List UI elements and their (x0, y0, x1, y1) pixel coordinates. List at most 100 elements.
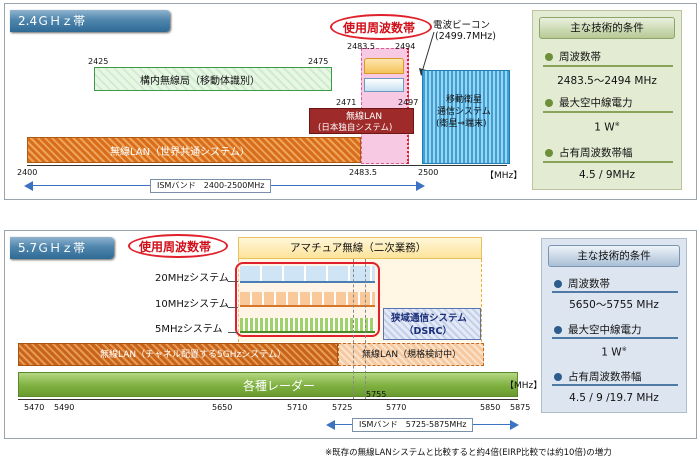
tick-label: 5725 (332, 403, 353, 412)
band-wlan-future-label: 無線LAN（規格検討中） (362, 350, 462, 360)
condition-value-text: 1 W (594, 121, 615, 134)
note-mark: ※ (614, 121, 620, 128)
band-amateur-label: アマチュア無線（二次業務） (290, 242, 427, 254)
used-band-oval (128, 234, 228, 258)
band-premises-label: 構内無線局（移動体識別） (140, 76, 260, 87)
beacon-freq: (2499.7MHz) (435, 31, 496, 42)
ism-band-label: ISMバンド 2400-2500MHz (150, 179, 272, 193)
tick-label: 2483.5 (349, 168, 377, 177)
band-wlan-5ghz-label: 無線LAN（チャネル配置する5GHzシステム） (100, 350, 286, 360)
condition-value: 1 W※ (533, 121, 681, 134)
tick-label: 2497 (398, 98, 419, 107)
band-dsrc (383, 308, 481, 340)
tick-label: 2494 (395, 42, 416, 51)
used-band-label: 使用周波数帯 (139, 240, 212, 254)
used-band-label: 使用周波数帯 (343, 21, 416, 35)
tick-label: 2475 (308, 57, 329, 66)
footnote: ※既存の無線LANシステムと比較すると約4倍(EIRP比較では約10倍)の増力 (325, 448, 612, 458)
conditions-box: 主な技術的条件 周波数帯 2483.5～2494 MHz 最大空中線電力 1 W… (532, 10, 682, 190)
condition-label: 占有周波数帯幅 (559, 147, 633, 159)
axis-line (27, 165, 507, 166)
arrow-right-icon (416, 181, 425, 191)
band-wlan-future (338, 343, 484, 366)
panel1-header: 2.4ＧＨｚ帯 (10, 10, 170, 32)
band-premises (94, 67, 332, 91)
conditions-box: 主な技術的条件 周波数帯 5650～5755 MHz 最大空中線電力 1 W※ … (541, 238, 687, 413)
beacon-label: 電波ビーコン (433, 20, 491, 31)
tick-label: 2425 (88, 57, 109, 66)
band-mobile-sat-1: 移動衛星 (446, 95, 483, 105)
tick-label: 2471 (336, 98, 357, 107)
spectrum-mask-icon (364, 78, 404, 92)
system-5mhz-label: 5MHzシステム (155, 324, 223, 335)
panel2-header: 5.7ＧＨｚ帯 (10, 237, 114, 259)
bullet-icon (545, 149, 553, 157)
bullet-icon (554, 280, 562, 288)
band-mobile-sat-2: 通信システム (437, 107, 491, 117)
condition-value: 4.5 / 9 /19.7 MHz (569, 392, 659, 404)
tick-label: 5650 (212, 403, 233, 412)
freq-marker (353, 259, 354, 399)
band-mobile-satellite (422, 70, 510, 164)
tick-label: 5710 (287, 403, 308, 412)
band-wlan-5ghz (18, 343, 338, 366)
spectrum-10mhz-icon (240, 292, 375, 307)
spectrum-5mhz-icon (240, 318, 375, 333)
system-20mhz-label: 20MHzシステム (155, 273, 229, 284)
system-line (228, 307, 238, 308)
band-dsrc-sub: （DSRC） (404, 326, 453, 337)
condition-label: 最大空中線電力 (568, 324, 642, 336)
arrow-left-icon (326, 420, 335, 430)
tick-label: 5770 (386, 403, 407, 412)
condition-value: 1 W※ (542, 346, 686, 359)
band-wlan-world (27, 137, 361, 163)
system-10mhz-label: 10MHzシステム (155, 299, 229, 310)
freq-marker (365, 259, 366, 399)
tick-label: 2400 (17, 168, 38, 177)
band-wlan-world-label: 無線LAN（世界共通システム） (110, 147, 250, 158)
divider (552, 384, 678, 386)
bullet-icon (554, 326, 562, 334)
tick-label: 5755 (366, 390, 387, 399)
condition-label: 最大空中線電力 (559, 97, 633, 109)
tick-label: 5850 (480, 403, 501, 412)
divider (552, 291, 678, 293)
condition-value: 2483.5～2494 MHz (557, 75, 657, 87)
band-mobile-sat-3: (衛星⇒端末) (436, 119, 487, 129)
tick-label: 5490 (54, 403, 75, 412)
axis-line (18, 399, 518, 400)
used-band-red-line (407, 48, 409, 164)
divider (552, 337, 678, 339)
band-wlan-japan-sub: (日本独自システム) (318, 123, 393, 133)
conditions-title: 主な技術的条件 (539, 17, 675, 39)
divider (543, 65, 673, 67)
bullet-icon (545, 53, 553, 61)
used-band-oval (330, 14, 432, 40)
condition-label: 周波数帯 (559, 51, 601, 63)
condition-label: 周波数帯 (568, 278, 610, 290)
arrow-right-icon (510, 420, 519, 430)
tick-label: 5470 (24, 403, 45, 412)
band-radar-label: 各種レーダー (243, 379, 316, 393)
condition-label: 占有周波数帯幅 (568, 371, 642, 383)
band-amateur (238, 237, 482, 259)
spectrum-20mhz-icon (240, 266, 375, 283)
condition-value: 5650～5755 MHz (569, 299, 659, 311)
arrow-left-icon (24, 181, 33, 191)
spectrum-mask-icon (364, 58, 404, 74)
bullet-icon (545, 99, 553, 107)
divider (543, 161, 673, 163)
tick-label: 2500 (418, 168, 439, 177)
band-radar (18, 372, 518, 397)
band-wlan-japan-label: 無線LAN (346, 112, 383, 122)
band-dsrc-label: 狭域通信システム (391, 313, 467, 324)
divider (543, 111, 673, 113)
axis-unit: 【MHz】 (485, 171, 523, 181)
ism-band-label: ISMバンド 5725-5875MHz (352, 418, 474, 432)
band-wlan-japan (309, 108, 414, 134)
bullet-icon (554, 373, 562, 381)
axis-unit: 【MHz】 (505, 381, 543, 391)
conditions-title: 主な技術的条件 (548, 245, 680, 267)
system-line (228, 332, 238, 333)
condition-value-text: 1 W (601, 346, 622, 359)
